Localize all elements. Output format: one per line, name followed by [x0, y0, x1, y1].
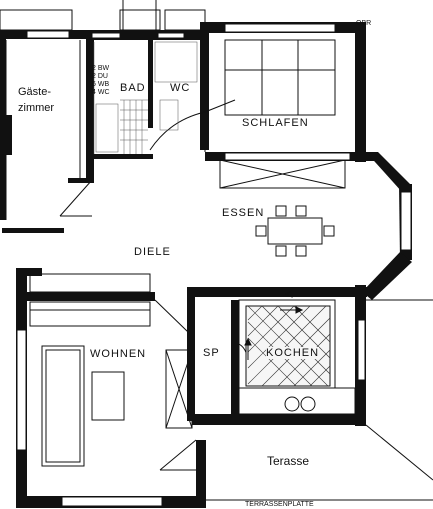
- wall-bath-left: [86, 30, 94, 180]
- bath-tiles: [93, 41, 198, 154]
- wall-living-right-stub: [196, 440, 206, 508]
- room-label-sp: SP: [203, 347, 220, 359]
- kitchen-hatch: [247, 305, 331, 387]
- wall-living-top: [20, 292, 155, 301]
- wall-sp-right: [231, 300, 239, 414]
- room-label-essen: ESSEN: [222, 207, 265, 219]
- wall-bay-3: [362, 252, 412, 300]
- room-label-gaestezimmer: Gäste- zimmer: [18, 84, 54, 116]
- wall-bath-divider: [148, 38, 153, 128]
- fixture-item: 6 WB: [92, 81, 110, 88]
- room-label-kochen: KOCHEN: [266, 347, 320, 359]
- room-label-bad: BAD: [120, 82, 146, 94]
- room-label-terasse: Terasse: [267, 454, 310, 468]
- wall-kitchen-bottom: [192, 414, 366, 425]
- wall-stair-top: [68, 178, 94, 183]
- room-label-wc: WC: [170, 82, 191, 94]
- gaestezimmer-line2: zimmer: [18, 102, 55, 114]
- fixture-item: 2 BW: [92, 65, 110, 72]
- wall-bath-right: [200, 22, 209, 150]
- arrows: [244, 290, 325, 360]
- gaestezimmer-line1: Gäste-: [18, 86, 52, 98]
- windows: [16, 23, 412, 507]
- room-label-schlafen: SCHLAFEN: [242, 117, 309, 129]
- wall-living-top-left: [20, 268, 42, 276]
- fixture-item: 4 WC: [92, 89, 110, 96]
- fixture-item: 2 DU: [92, 73, 108, 80]
- dining-table: [255, 205, 335, 257]
- north-mark: OBR: [356, 20, 372, 27]
- wall-top-mid: [86, 30, 208, 40]
- bathroom-fixtures-list: 2 BW 2 DU 6 WB 4 WC: [92, 65, 110, 97]
- wall-diele-left: [2, 228, 64, 233]
- wall-bay-1: [366, 152, 410, 192]
- room-label-wohnen: WOHNEN: [90, 348, 147, 360]
- room-label-diele: DIELE: [134, 246, 171, 258]
- wall-kitchen-top: [187, 287, 367, 297]
- walls: [0, 22, 412, 508]
- wall-bath-bottom: [93, 154, 153, 159]
- bottom-caption: TERRASSENPLATTE: [245, 501, 314, 508]
- wall-bedroom-right: [355, 22, 366, 162]
